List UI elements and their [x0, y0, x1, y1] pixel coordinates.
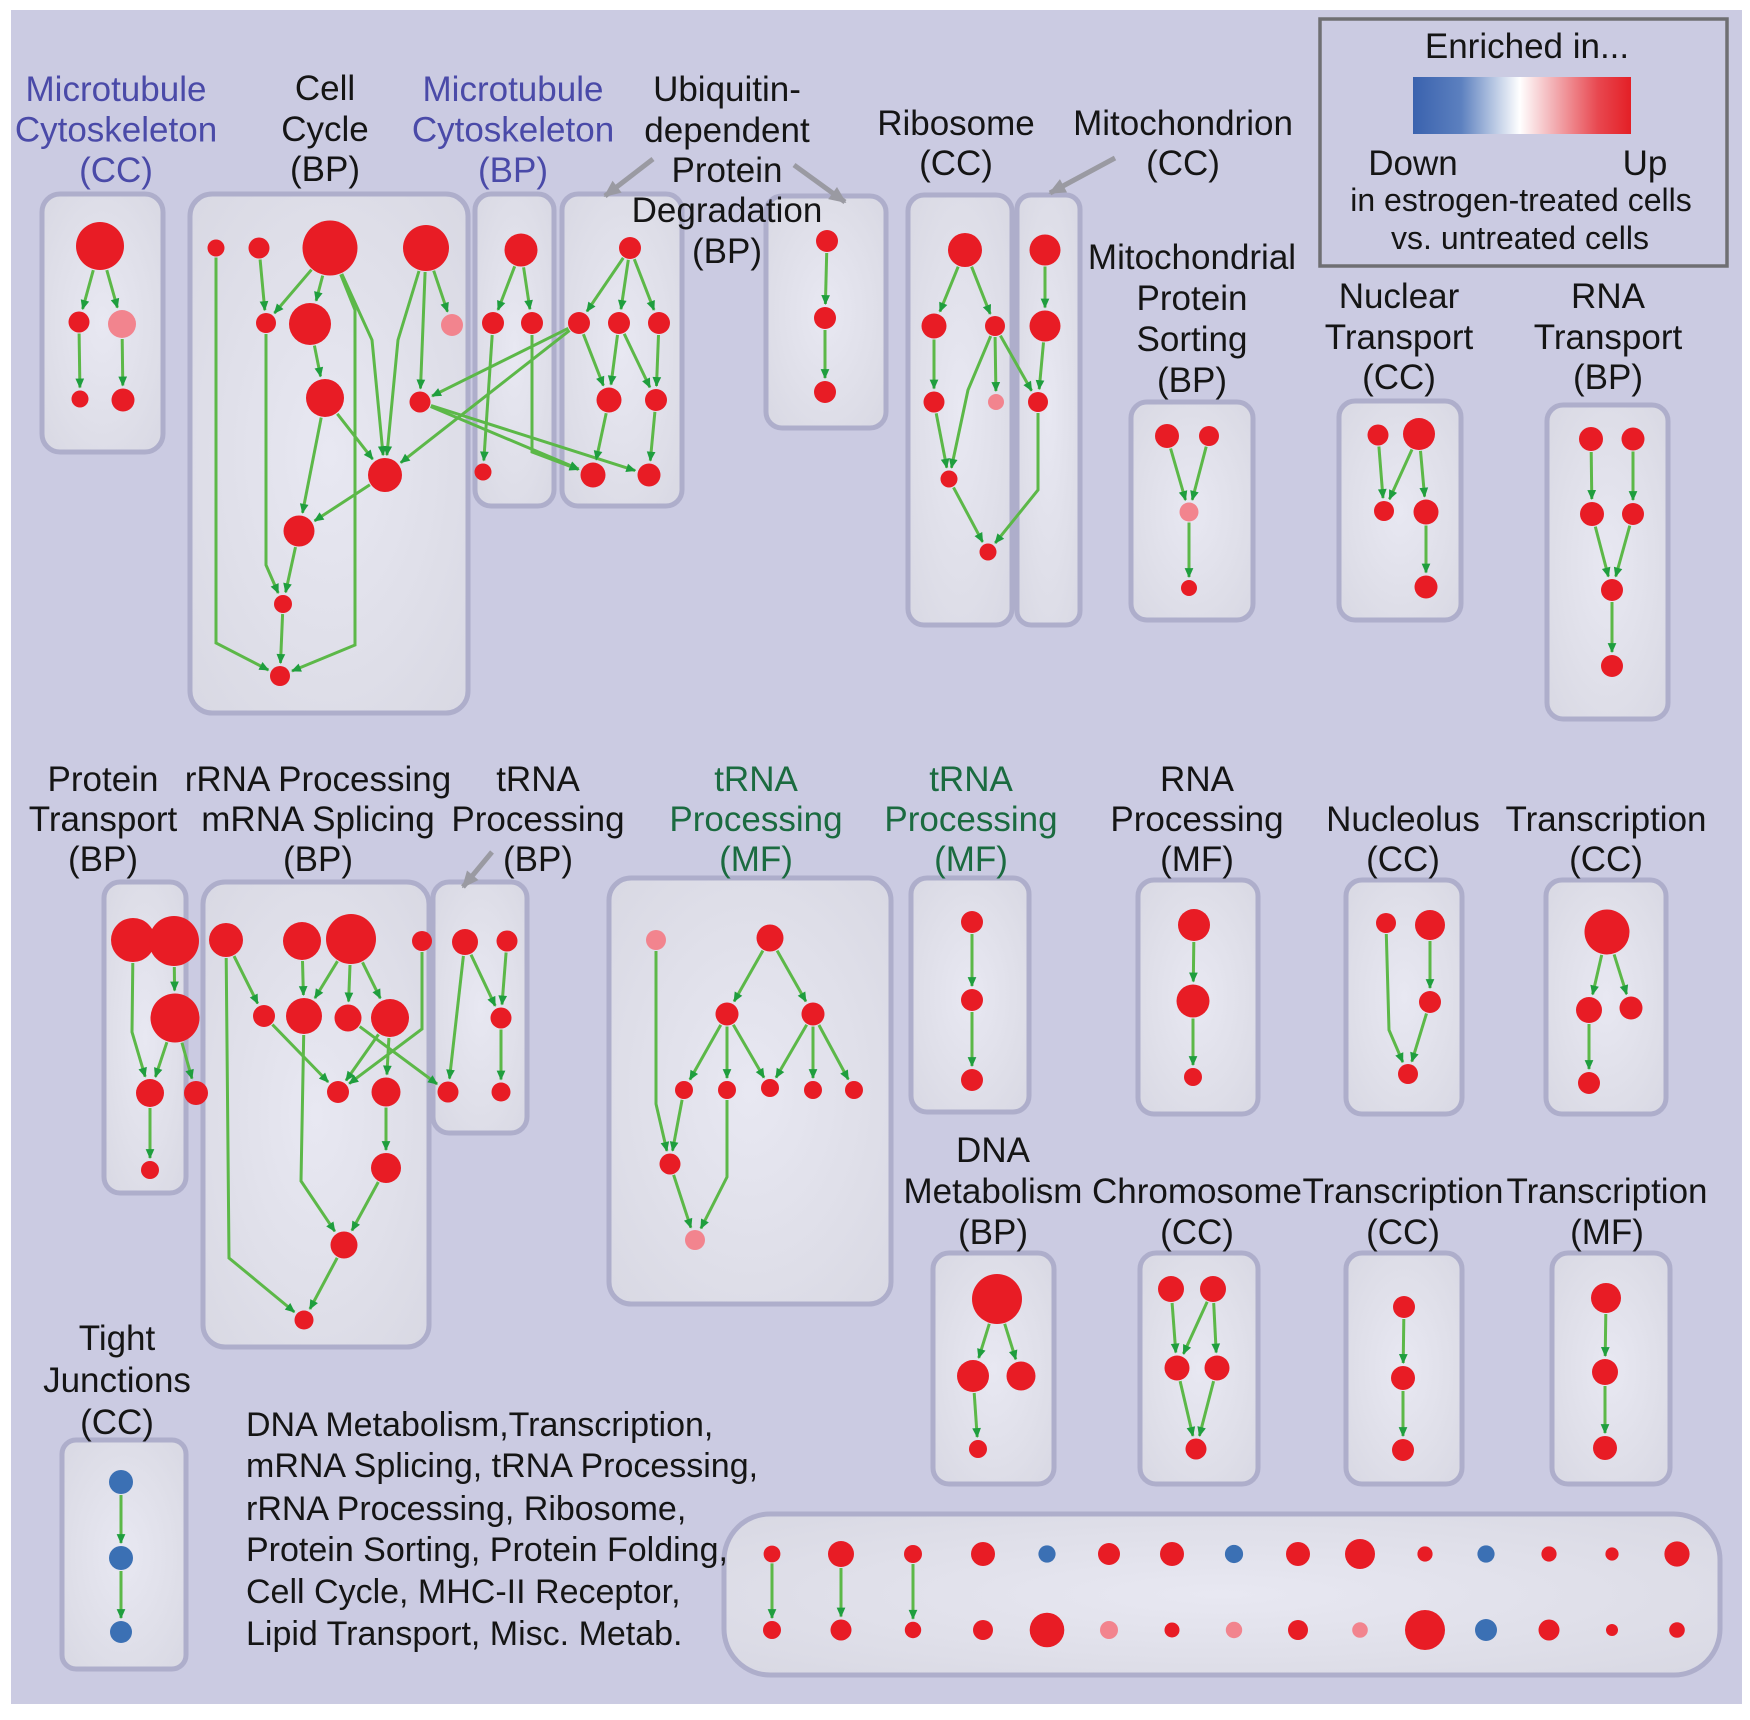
svg-text:(BP): (BP) — [503, 840, 573, 879]
svg-text:(CC): (CC) — [80, 1403, 154, 1442]
svg-text:tRNA: tRNA — [714, 760, 798, 799]
svg-text:(BP): (BP) — [1573, 358, 1643, 397]
svg-text:Microtubule: Microtubule — [26, 70, 207, 109]
svg-text:Mitochondrial: Mitochondrial — [1088, 238, 1296, 277]
svg-text:Enriched in...: Enriched in... — [1425, 27, 1629, 66]
svg-text:Cytoskeleton: Cytoskeleton — [412, 111, 614, 150]
svg-text:Processing: Processing — [884, 800, 1057, 839]
svg-text:(MF): (MF) — [934, 840, 1008, 879]
svg-text:(BP): (BP) — [1157, 361, 1227, 400]
svg-text:Tight: Tight — [79, 1319, 156, 1358]
svg-text:Protein: Protein — [672, 151, 783, 190]
svg-text:Processing: Processing — [451, 800, 624, 839]
svg-text:Chromosome: Chromosome — [1092, 1172, 1302, 1211]
svg-text:Mitochondrion: Mitochondrion — [1073, 104, 1293, 143]
svg-text:(CC): (CC) — [1146, 144, 1220, 183]
svg-text:(BP): (BP) — [68, 840, 138, 879]
svg-text:in estrogen-treated cells: in estrogen-treated cells — [1350, 182, 1692, 218]
svg-text:(CC): (CC) — [79, 151, 153, 190]
svg-text:vs. untreated cells: vs. untreated cells — [1391, 220, 1649, 256]
svg-text:Nucleolus: Nucleolus — [1326, 800, 1480, 839]
svg-text:Protein: Protein — [48, 760, 159, 799]
svg-text:Cell: Cell — [295, 69, 355, 108]
svg-text:Processing: Processing — [669, 800, 842, 839]
svg-text:tRNA: tRNA — [496, 760, 580, 799]
svg-text:(CC): (CC) — [1160, 1213, 1234, 1252]
svg-text:dependent: dependent — [644, 111, 810, 150]
svg-text:Protein: Protein — [1137, 279, 1248, 318]
svg-text:DNA Metabolism,Transcription,: DNA Metabolism,Transcription, — [246, 1406, 713, 1444]
svg-text:Transport: Transport — [1325, 318, 1474, 357]
svg-text:(CC): (CC) — [1366, 1213, 1440, 1252]
svg-text:(BP): (BP) — [283, 840, 353, 879]
svg-text:Cytoskeleton: Cytoskeleton — [15, 111, 217, 150]
svg-text:Transport: Transport — [29, 800, 178, 839]
svg-text:Lipid Transport, Misc. Metab.: Lipid Transport, Misc. Metab. — [246, 1615, 683, 1653]
svg-text:(MF): (MF) — [719, 840, 793, 879]
svg-text:DNA: DNA — [956, 1131, 1031, 1170]
svg-text:Transcription: Transcription — [1507, 1172, 1708, 1211]
svg-text:Degradation: Degradation — [632, 191, 823, 230]
svg-text:rRNA Processing: rRNA Processing — [185, 760, 451, 799]
svg-text:mRNA Splicing, tRNA Processing: mRNA Splicing, tRNA Processing, — [246, 1447, 758, 1485]
svg-text:Protein Sorting, Protein Foldi: Protein Sorting, Protein Folding, — [246, 1531, 728, 1569]
svg-text:Metabolism: Metabolism — [904, 1172, 1083, 1211]
svg-text:(BP): (BP) — [692, 232, 762, 271]
svg-text:Transcription: Transcription — [1506, 800, 1707, 839]
svg-text:Nuclear: Nuclear — [1339, 277, 1460, 316]
svg-text:(CC): (CC) — [919, 144, 993, 183]
svg-text:Up: Up — [1623, 144, 1668, 183]
svg-text:Ubiquitin-: Ubiquitin- — [653, 70, 801, 109]
svg-text:Sorting: Sorting — [1137, 320, 1248, 359]
svg-text:(BP): (BP) — [290, 150, 360, 189]
svg-text:Transport: Transport — [1534, 318, 1683, 357]
svg-text:Cell Cycle, MHC-II Receptor,: Cell Cycle, MHC-II Receptor, — [246, 1573, 681, 1611]
svg-text:Junctions: Junctions — [43, 1361, 191, 1400]
svg-text:Processing: Processing — [1110, 800, 1283, 839]
svg-text:Down: Down — [1368, 144, 1457, 183]
svg-text:Transcription: Transcription — [1303, 1172, 1504, 1211]
svg-text:mRNA Splicing: mRNA Splicing — [201, 800, 434, 839]
svg-text:(MF): (MF) — [1160, 840, 1234, 879]
svg-text:RNA: RNA — [1160, 760, 1235, 799]
svg-text:Microtubule: Microtubule — [423, 70, 604, 109]
svg-text:tRNA: tRNA — [929, 760, 1013, 799]
svg-text:rRNA Processing, Ribosome,: rRNA Processing, Ribosome, — [246, 1490, 686, 1528]
svg-text:(BP): (BP) — [478, 151, 548, 190]
svg-text:Cycle: Cycle — [281, 110, 369, 149]
svg-text:(CC): (CC) — [1569, 840, 1643, 879]
svg-text:(BP): (BP) — [958, 1213, 1028, 1252]
svg-text:(CC): (CC) — [1366, 840, 1440, 879]
svg-text:Ribosome: Ribosome — [877, 104, 1035, 143]
svg-text:(MF): (MF) — [1570, 1213, 1644, 1252]
svg-text:RNA: RNA — [1571, 277, 1646, 316]
svg-text:(CC): (CC) — [1362, 358, 1436, 397]
